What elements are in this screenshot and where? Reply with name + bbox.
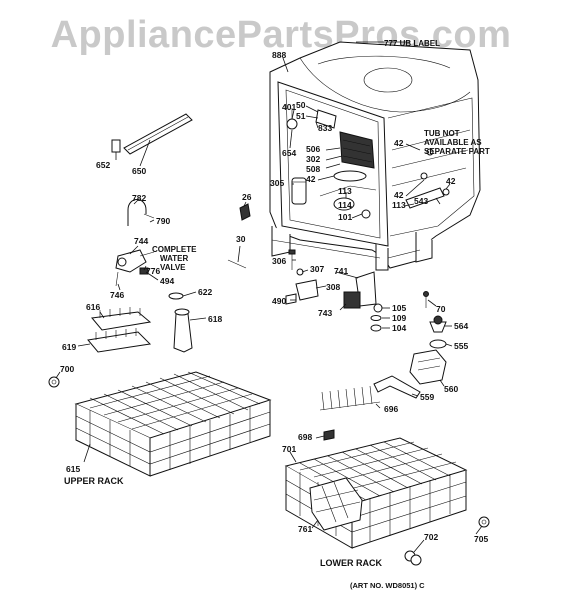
part-number: 42 [446, 176, 456, 186]
part-number: 650 [132, 166, 146, 176]
part-number: 401 [282, 102, 296, 112]
part-number: 619 [62, 342, 76, 352]
valve-note-line-1: COMPLETE [152, 245, 197, 254]
part-number: 618 [208, 314, 222, 324]
part-number: 654 [282, 148, 296, 158]
part-number: 494 [160, 276, 174, 286]
part-number: 307 [310, 264, 324, 274]
valve-note-line-3: VALVE [160, 263, 186, 272]
top-note: 777 UB LABEL [384, 39, 440, 48]
part-number: 70 [436, 304, 446, 314]
upper-rack-label: UPPER RACK [64, 476, 124, 486]
part-number: 543 [414, 196, 428, 206]
part-number: 888 [272, 50, 286, 60]
part-number: 741 [334, 266, 348, 276]
part-number: 615 [66, 464, 80, 474]
part-number: 701 [282, 444, 296, 454]
part-number: 30 [236, 234, 246, 244]
vent-hose-and-valve [115, 199, 251, 287]
lower-rack-label: LOWER RACK [320, 558, 382, 568]
part-number: 761 [298, 524, 312, 534]
part-number: 105 [392, 303, 406, 313]
art-number: (ART NO. WD8051) C [350, 581, 425, 590]
part-number: 700 [60, 364, 74, 374]
part-number: 782 [132, 193, 146, 203]
part-number: 113 [338, 186, 352, 196]
tub-note-line-1: TUB NOT [424, 129, 460, 138]
notes: 777 UB LABEL TUB NOT AVAILABLE AS SEPARA… [64, 39, 490, 590]
part-number: 101 [338, 212, 352, 222]
part-number: 51 [296, 111, 306, 121]
part-number: 559 [420, 392, 434, 402]
part-number-callouts: 888 50 51 401 833 654 506 302 508 42 305… [60, 50, 488, 544]
upper-rack-accessories [48, 292, 193, 388]
part-number: 702 [424, 532, 438, 542]
part-number: 696 [384, 404, 398, 414]
part-number: 776 [146, 266, 160, 276]
part-number: 305 [270, 178, 284, 188]
part-number: 113 [392, 200, 406, 210]
part-number: 308 [326, 282, 340, 292]
part-number: 109 [392, 313, 406, 323]
tub-note-line-3: SEPARATE PART [424, 147, 490, 156]
motor-and-arm-parts [319, 315, 447, 441]
mid-small-parts [285, 249, 429, 332]
part-number: 564 [454, 321, 468, 331]
part-number: 743 [318, 308, 332, 318]
lower-rack [284, 437, 490, 566]
part-number: 302 [306, 154, 320, 164]
part-number: 622 [198, 287, 212, 297]
part-number: 508 [306, 164, 320, 174]
valve-note-line-2: WATER [160, 254, 189, 263]
part-number: 744 [134, 236, 148, 246]
part-number: 746 [110, 290, 124, 300]
tub-note-line-2: AVAILABLE AS [424, 138, 482, 147]
part-number: 306 [272, 256, 286, 266]
part-number: 790 [156, 216, 170, 226]
part-number: 114 [338, 200, 352, 210]
part-number: 42 [306, 174, 316, 184]
part-number: 698 [298, 432, 312, 442]
part-number: 42 [394, 138, 404, 148]
gasket-parts [111, 113, 193, 155]
part-number: 616 [86, 302, 100, 312]
leader-lines [55, 57, 483, 553]
tub-assembly [269, 41, 481, 271]
part-number: 652 [96, 160, 110, 170]
upper-rack [74, 371, 272, 477]
part-number: 555 [454, 341, 468, 351]
part-number: 104 [392, 323, 406, 333]
part-number: 26 [242, 192, 252, 202]
part-number: 42 [394, 190, 404, 200]
part-number: 833 [318, 123, 332, 133]
part-number: 560 [444, 384, 458, 394]
part-number: 705 [474, 534, 488, 544]
part-number: 506 [306, 144, 320, 154]
part-number: 50 [296, 100, 306, 110]
part-number: 490 [272, 296, 286, 306]
